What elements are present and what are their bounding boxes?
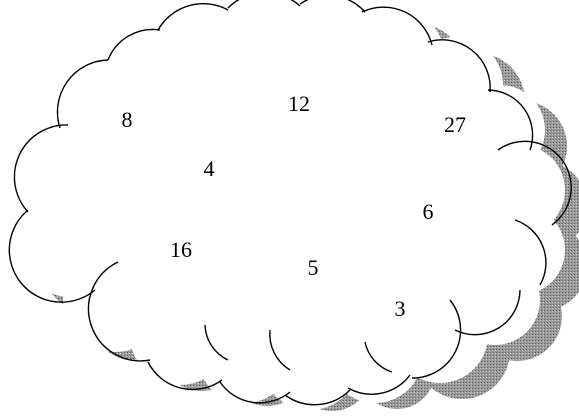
cloud-number: 3 [394, 296, 406, 321]
cloud-number: 12 [288, 91, 310, 116]
cloud-number: 4 [203, 156, 215, 181]
cloud-body [8, 0, 565, 410]
cloud-outline [8, 0, 572, 406]
cloud-number: 5 [307, 255, 319, 280]
cloud-number: 6 [422, 199, 434, 224]
cloud-number: 27 [444, 112, 466, 137]
cloud-number: 16 [170, 237, 192, 262]
cloud-number: 8 [121, 107, 133, 132]
